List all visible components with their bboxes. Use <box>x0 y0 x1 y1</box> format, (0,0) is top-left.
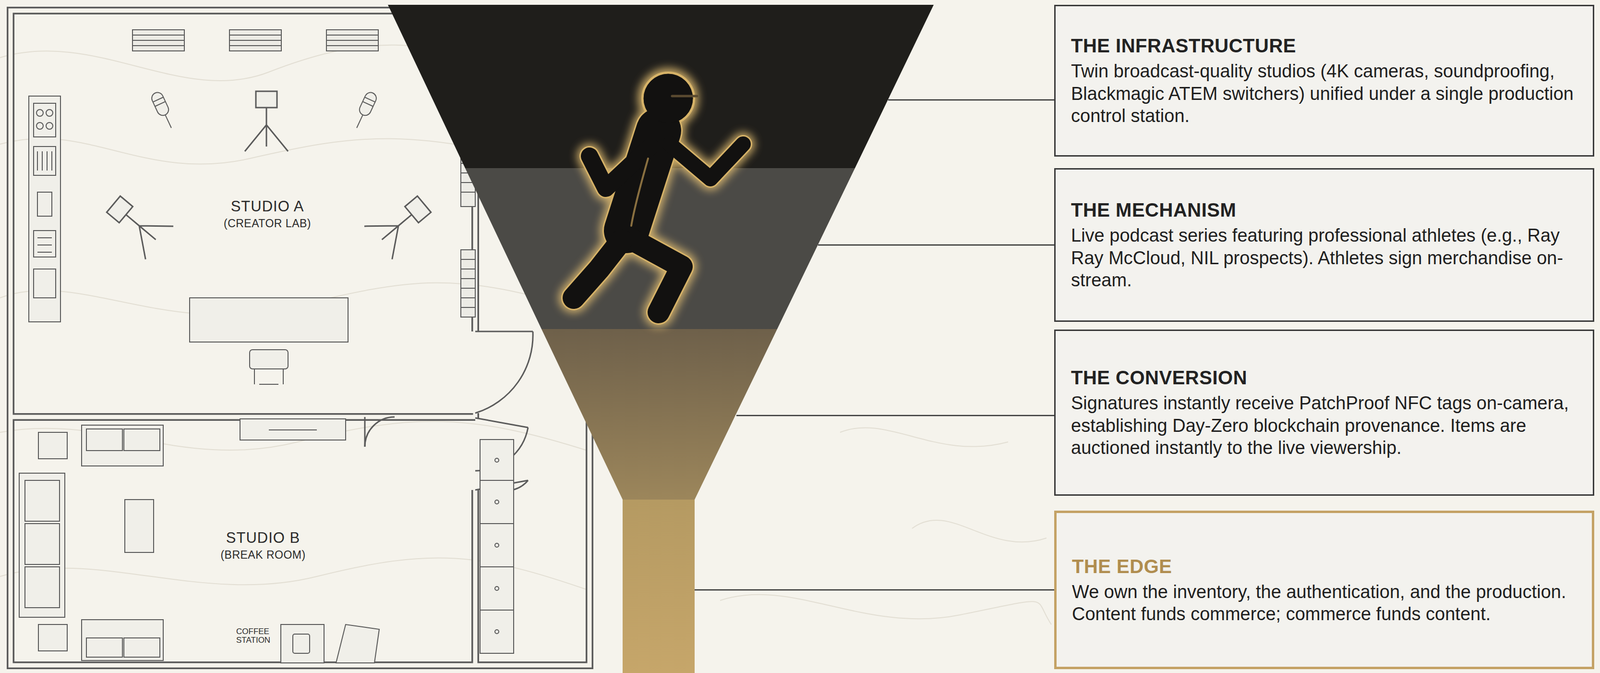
info-box: THE CONVERSIONSignatures instantly recei… <box>1054 329 1595 496</box>
room-label: STUDIO B(BREAK ROOM) <box>220 529 306 562</box>
description: (BREAK ROOM) <box>220 548 306 562</box>
heading: THE MECHANISM <box>1070 198 1578 222</box>
heading: STUDIO A <box>223 197 312 216</box>
description: We own the inventory, the authentication… <box>1071 580 1577 626</box>
info-box: THE MECHANISMLive podcast series featuri… <box>1054 168 1595 322</box>
heading: THE EDGE <box>1071 554 1577 578</box>
heading: THE INFRASTRUCTURE <box>1070 34 1578 58</box>
heading: STUDIO B <box>220 529 306 547</box>
description: Live podcast series featuring profession… <box>1070 224 1578 291</box>
room-label: STUDIO A(CREATOR LAB) <box>223 197 312 230</box>
description: (CREATOR LAB) <box>223 216 312 230</box>
description: Signatures instantly receive PatchProof … <box>1070 391 1578 459</box>
description: Twin broadcast-quality studios (4K camer… <box>1070 60 1578 127</box>
leader-line <box>694 99 1055 590</box>
info-box: THE INFRASTRUCTURETwin broadcast-quality… <box>1054 4 1595 157</box>
funnel <box>387 4 934 673</box>
runner-silhouette <box>573 70 744 313</box>
heading: THE CONVERSION <box>1070 365 1578 389</box>
highlight-box: THE EDGEWe own the inventory, the authen… <box>1054 510 1595 669</box>
fixture-label: COFFEE STATION <box>236 626 289 645</box>
